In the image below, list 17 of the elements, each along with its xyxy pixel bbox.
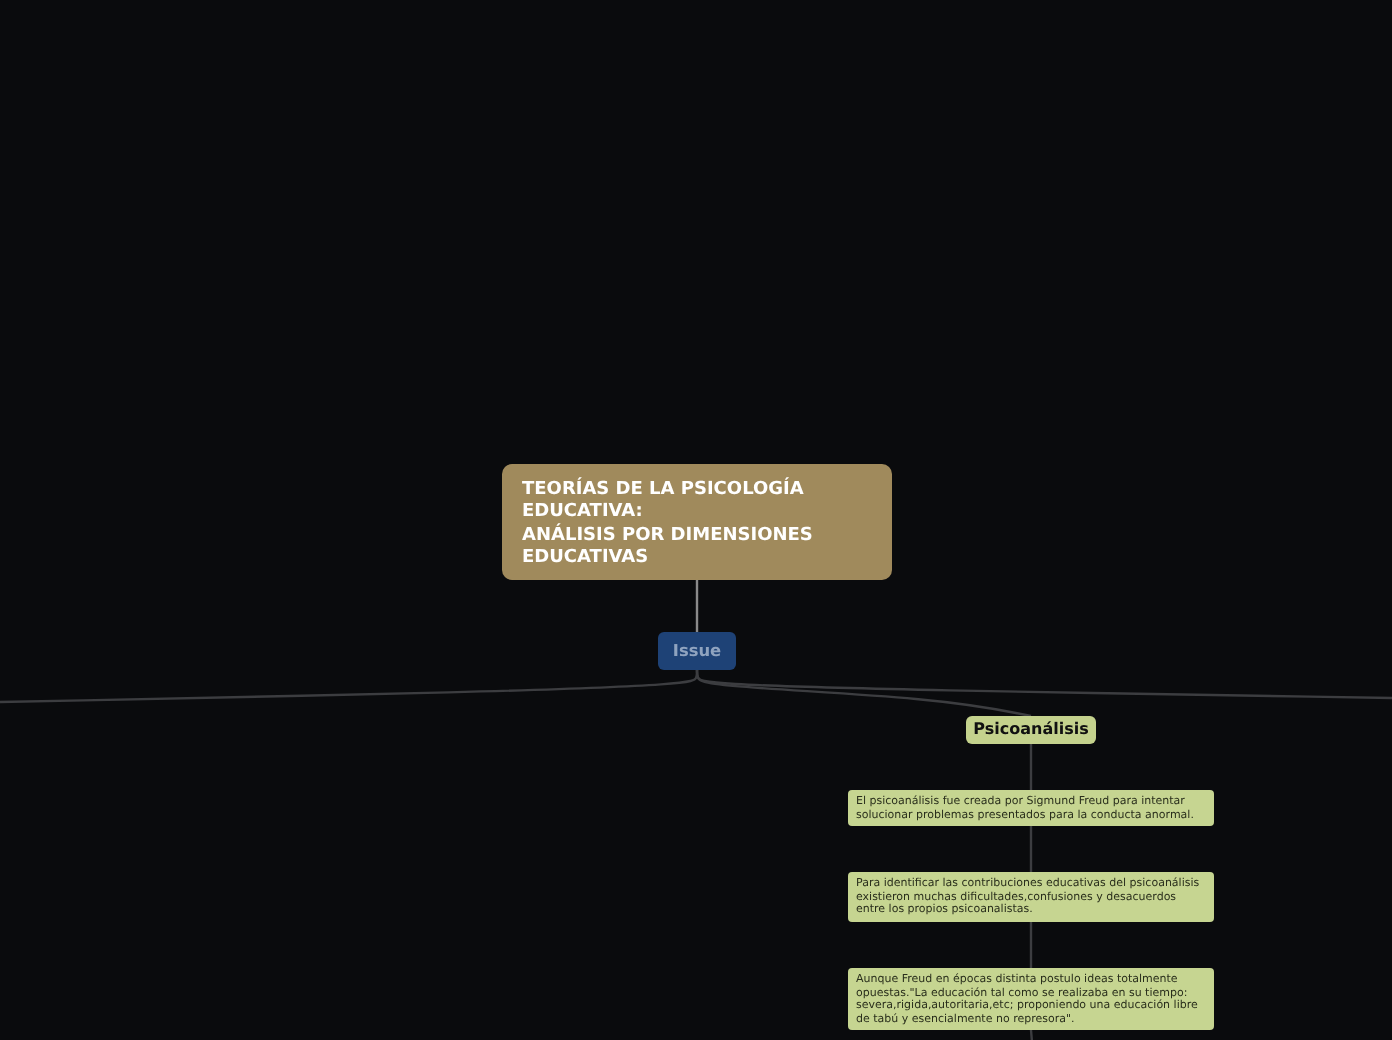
connector-line <box>695 580 699 632</box>
connector-line <box>695 669 1392 700</box>
connector-line <box>1029 744 1033 790</box>
connector-line <box>1029 1029 1034 1040</box>
subtopic-box <box>848 872 1214 922</box>
subtopic-box <box>848 968 1214 1030</box>
issue-box <box>658 632 736 670</box>
issue-text: Issue <box>672 642 722 660</box>
topic-text: Psicoanálisis <box>973 722 1089 738</box>
central-topic-box <box>502 464 892 580</box>
topic-text: ANÁLISIS POR DIMENSIONES EDUCATIVAS <box>522 525 815 572</box>
connector-line <box>1029 922 1033 968</box>
subtopic-box <box>848 790 1214 826</box>
connector-line <box>1029 826 1033 872</box>
connector-line <box>0 669 699 704</box>
topic-text: TEORÍAS DE LA PSICOLOGÍA EDUCATIVA: <box>522 480 806 523</box>
main-topic-box <box>966 716 1096 744</box>
